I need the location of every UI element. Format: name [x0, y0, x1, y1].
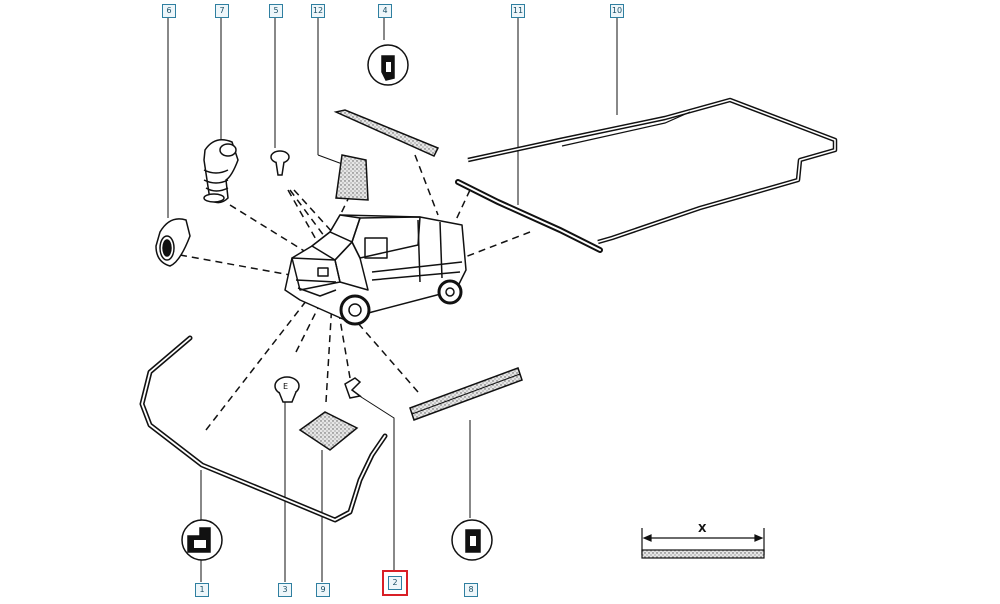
part-8-strip	[409, 367, 523, 421]
part-1-seal	[139, 335, 388, 523]
callout-2[interactable]: 2	[382, 570, 408, 596]
part-11-strip	[455, 179, 603, 253]
seal-profile-icon	[367, 44, 409, 86]
part-5-clip	[270, 150, 290, 176]
callout-8[interactable]: 8	[464, 583, 478, 597]
dimension-label: X	[698, 522, 707, 535]
callout-10[interactable]: 10	[610, 4, 624, 18]
part-9-pad	[298, 411, 359, 451]
part-10-seal	[467, 97, 838, 245]
part-12-pad	[335, 154, 369, 201]
part-4-strip	[333, 109, 440, 157]
seal-profile-icon	[181, 519, 223, 561]
callout-7[interactable]: 7	[215, 4, 229, 18]
part-3-plug: E	[274, 376, 300, 403]
callout-3[interactable]: 3	[278, 583, 292, 597]
van-illustration	[284, 214, 467, 326]
callout-11[interactable]: 11	[511, 4, 525, 18]
callout-4[interactable]: 4	[378, 4, 392, 18]
callout-6[interactable]: 6	[162, 4, 176, 18]
seal-profile-icon	[451, 519, 493, 561]
dimension-arrow-icon	[641, 528, 765, 559]
part-6-grommet	[155, 218, 191, 267]
part-2-clip	[344, 377, 362, 399]
part-7-hose	[203, 139, 239, 204]
svg-text:E: E	[283, 382, 288, 391]
callout-12[interactable]: 12	[311, 4, 325, 18]
callout-5[interactable]: 5	[269, 4, 283, 18]
callout-1[interactable]: 1	[195, 583, 209, 597]
callout-9[interactable]: 9	[316, 583, 330, 597]
